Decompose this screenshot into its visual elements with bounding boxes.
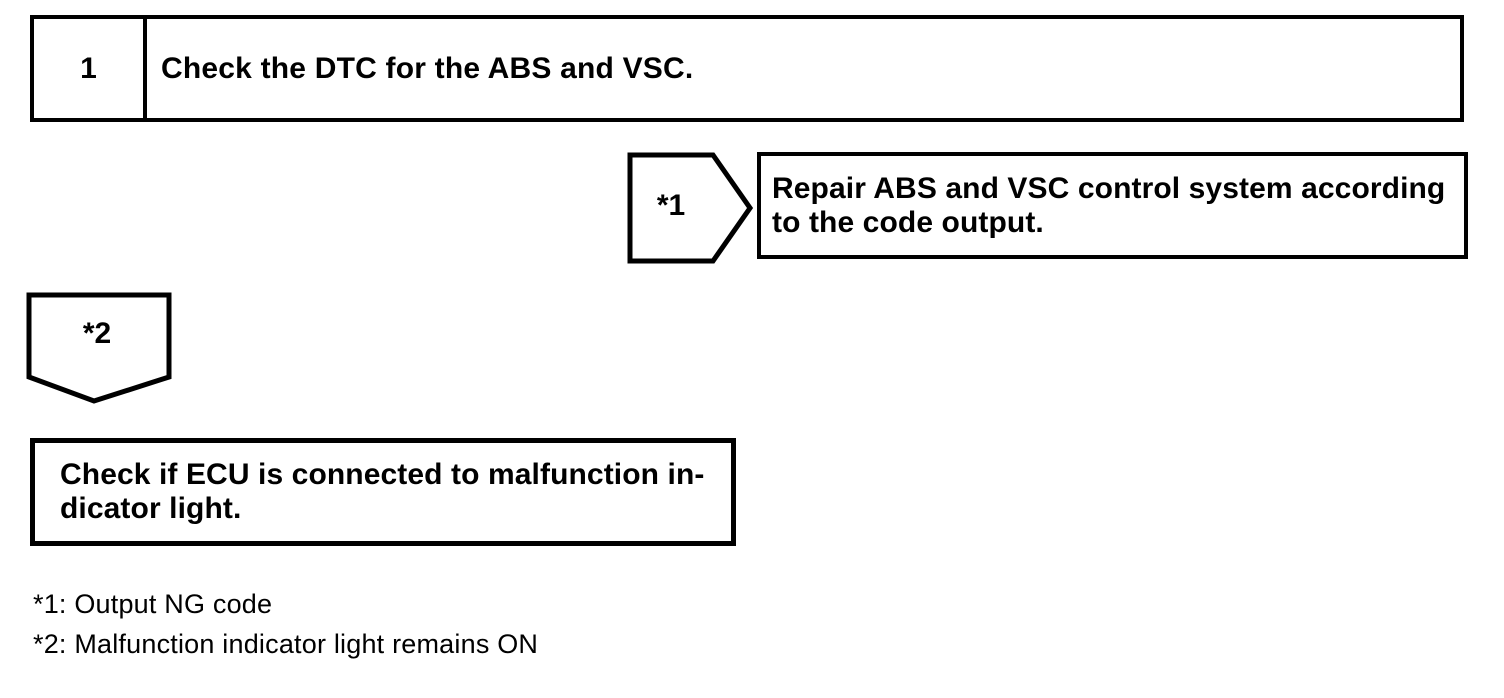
step-title-cell: Check the DTC for the ABS and VSC. xyxy=(147,19,1460,118)
check-box: Check if ECU is connected to malfunction… xyxy=(30,438,736,546)
pentagon-right-icon xyxy=(627,152,753,264)
pentagon-right-shape xyxy=(627,152,753,264)
check-box-line1: Check if ECU is connected to malfunction… xyxy=(60,458,705,491)
pentagon-down-shape xyxy=(26,292,172,404)
step-number: 1 xyxy=(80,51,97,85)
check-box-line2: dicator light. xyxy=(60,492,242,525)
footnote-2: *2: Malfunction indicator light remains … xyxy=(33,629,539,659)
result-box: Repair ABS and VSC control system accord… xyxy=(757,152,1468,259)
footnote-1: *1: Output NG code xyxy=(33,589,273,619)
step-title: Check the DTC for the ABS and VSC. xyxy=(161,51,694,85)
connector-down-label: *2 xyxy=(82,317,112,350)
step-number-cell: 1 xyxy=(34,19,147,118)
connector-right-label: *1 xyxy=(656,188,686,222)
step-box: 1 Check the DTC for the ABS and VSC. xyxy=(30,15,1464,122)
pentagon-down-icon xyxy=(26,292,172,404)
connector-down: *2 xyxy=(26,292,172,404)
footnotes: *1: Output NG code *2: Malfunction indic… xyxy=(33,584,538,664)
result-box-line1: Repair ABS and VSC control system accord… xyxy=(772,171,1446,205)
connector-right: *1 xyxy=(627,152,753,264)
result-box-line2: to the code output. xyxy=(772,205,1044,239)
